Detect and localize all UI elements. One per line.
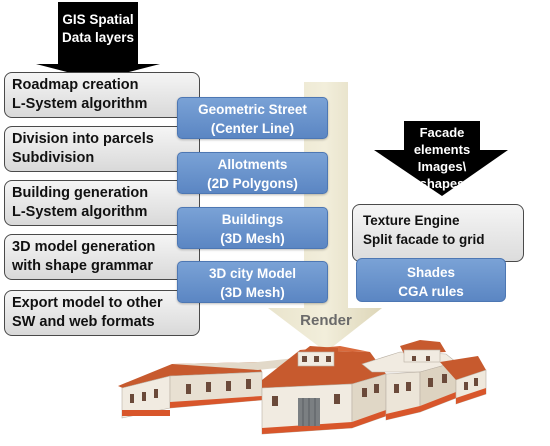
- output-buildings: Buildings (3D Mesh): [177, 207, 328, 249]
- right-arrow-shape: [374, 121, 508, 196]
- render-arrow-label: Render: [300, 312, 352, 329]
- top-arrow-label: GIS Spatial Data layers: [61, 12, 135, 45]
- process-step-building: Building generation L-System algorithm: [4, 180, 200, 226]
- process-step-roadmap: Roadmap creation L-System algorithm: [4, 72, 200, 118]
- shades-box: Shades CGA rules: [356, 258, 506, 302]
- process-step-division: Division into parcels Subdivision: [4, 126, 200, 172]
- process-step-export: Export model to other SW and web formats: [4, 290, 200, 336]
- top-arrow-shape: [36, 2, 160, 80]
- output-geometric-street: Geometric Street (Center Line): [177, 97, 328, 139]
- process-step-3d-model: 3D model generation with shape grammar: [4, 234, 200, 280]
- city-model-drawing: [118, 340, 487, 435]
- right-arrow-label: Facade elements Images\ shapes: [413, 125, 471, 191]
- output-allotments: Allotments (2D Polygons): [177, 152, 328, 194]
- output-3d-city-model: 3D city Model (3D Mesh): [177, 261, 328, 303]
